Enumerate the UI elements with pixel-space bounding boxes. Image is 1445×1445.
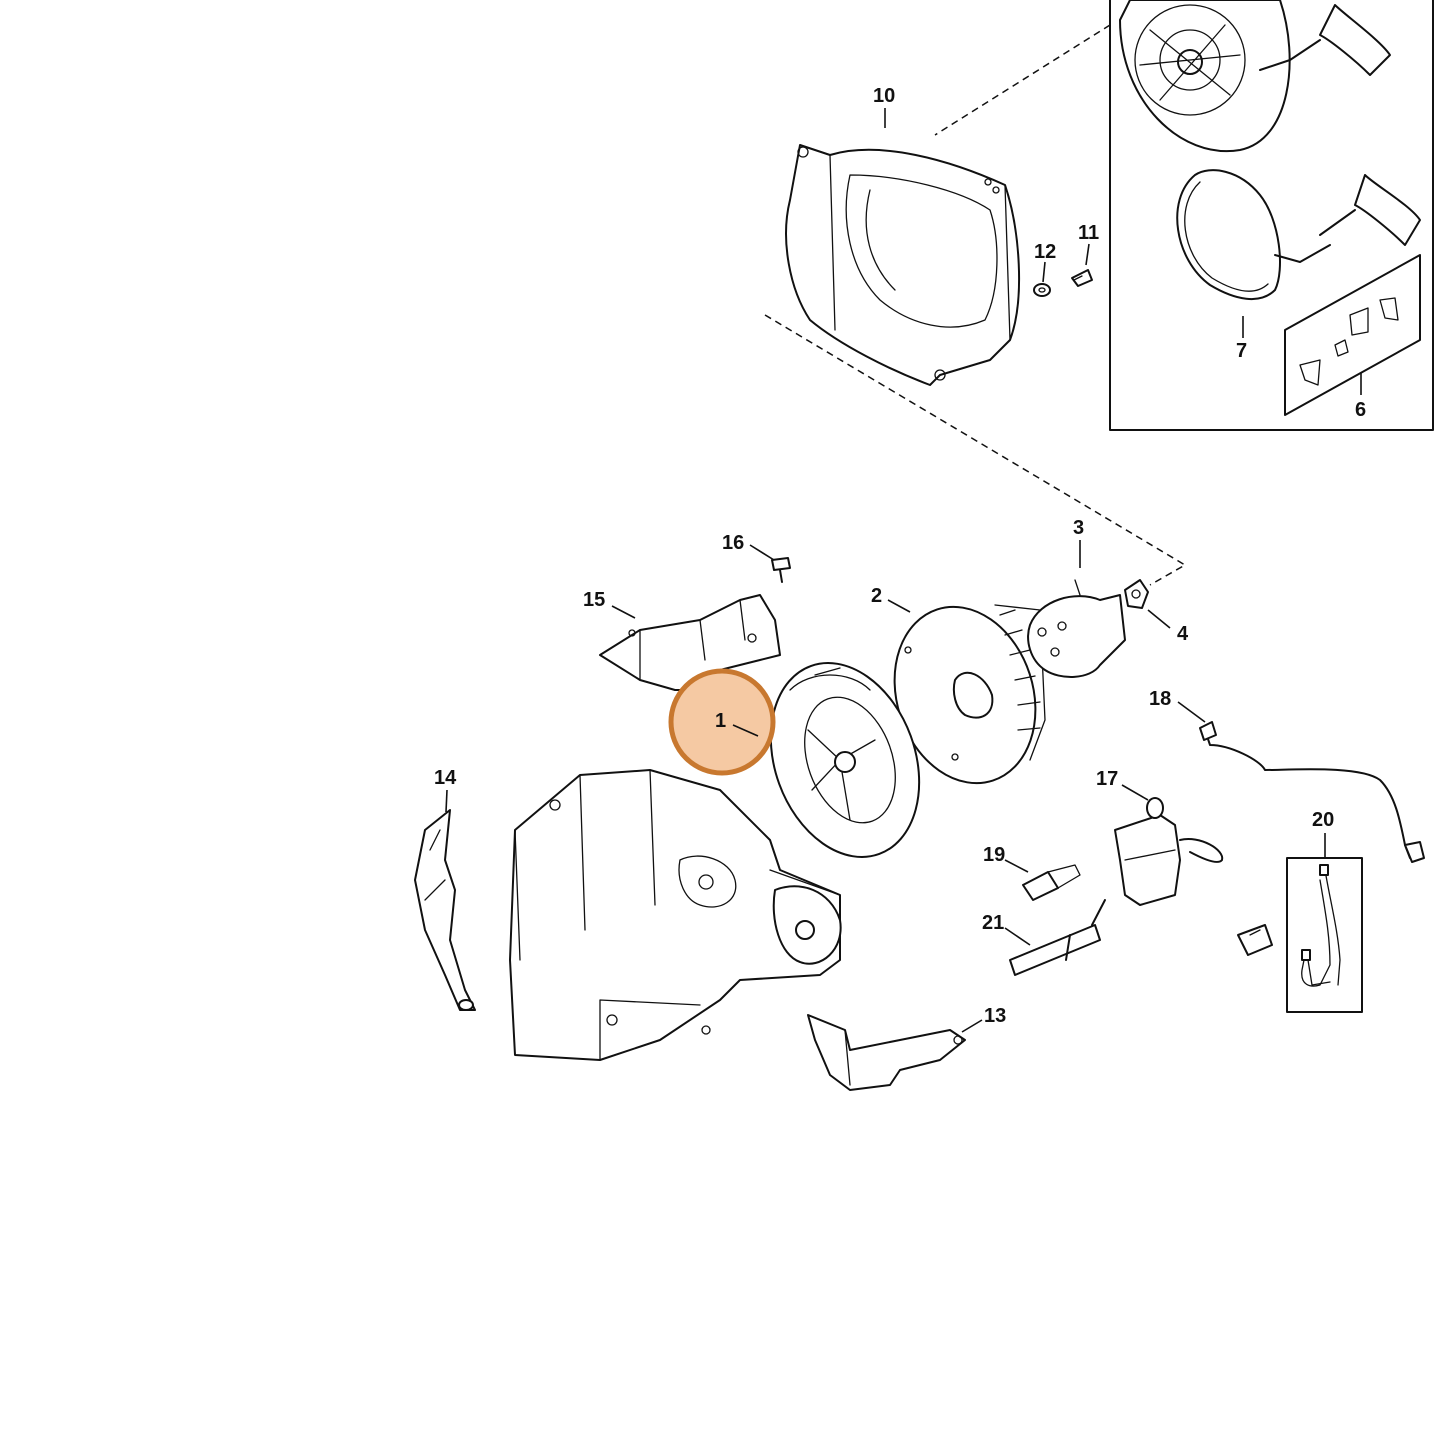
cover-15[interactable] [599,594,781,691]
screw-11[interactable] [1071,269,1093,287]
ignition-module-17[interactable] [1114,797,1224,906]
starter-housing[interactable] [1119,0,1291,153]
label-18: 19 [983,844,1005,866]
label-12: 12 [1034,241,1056,263]
label-3: 3 [1073,517,1084,539]
label-15: 15 [583,589,605,611]
part-1-highlight [668,668,776,776]
screw-16[interactable] [771,557,791,583]
pulley-3[interactable] [1027,579,1126,678]
part-labels: 10 11 12 7 6 3 4 2 16 15 1 18 17 14 19 2… [434,85,1366,1027]
spark-plug-18[interactable] [1022,864,1081,901]
label-4: 4 [1177,623,1189,645]
label-21: 21 [982,912,1004,934]
label-17: 17 [1096,768,1118,790]
starter-inset [1109,0,1434,431]
label-10: 10 [873,85,895,107]
switch-part[interactable] [1237,924,1273,956]
label-13: 13 [984,1005,1006,1027]
label-11: 11 [1078,222,1099,244]
guard-13[interactable] [807,1014,966,1091]
label-20: 20 [1312,809,1334,831]
part-1[interactable] [745,642,945,878]
label-2: 2 [871,585,882,607]
fan-housing[interactable] [785,144,1021,386]
pawl-kit-box[interactable] [1284,254,1421,416]
label-16: 16 [722,532,744,554]
cable-19[interactable] [1199,721,1425,863]
bracket-14[interactable] [414,809,476,1011]
wiring-kit-box[interactable] [1286,857,1363,1013]
label-1: 1 [715,710,726,732]
starter-handle-top[interactable] [1259,4,1391,76]
rope-ring[interactable] [1176,169,1331,301]
starter-handle-lower[interactable] [1319,174,1421,246]
nut-4[interactable] [1124,579,1149,609]
washer-12[interactable] [1033,283,1051,297]
label-6: 6 [1355,399,1366,421]
engine-block[interactable] [509,769,842,1061]
label-7: 7 [1236,340,1247,362]
label-14: 14 [434,767,457,789]
leader-lines [445,108,1362,1033]
tool-21[interactable] [1009,899,1106,976]
label-19: 18 [1149,688,1171,710]
